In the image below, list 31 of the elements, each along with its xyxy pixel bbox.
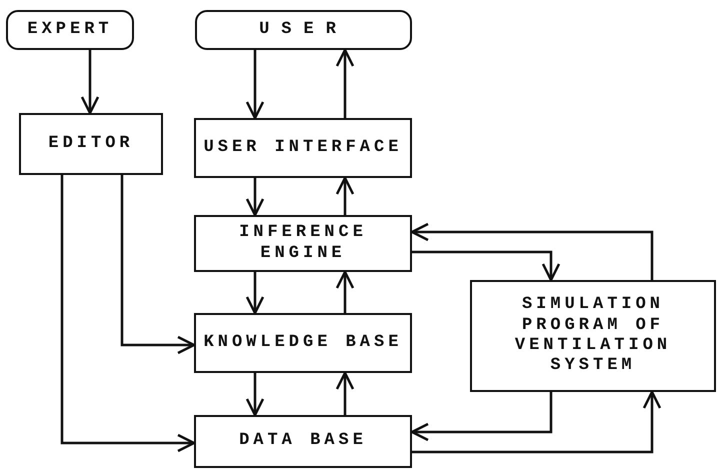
arrow [412, 390, 662, 454]
actor-box [195, 10, 412, 50]
arrow [410, 392, 552, 442]
arrow [246, 50, 264, 120]
arrow [80, 50, 100, 114]
node-label: INFERENCE ENGINE [238, 223, 368, 264]
arrow [120, 175, 196, 354]
arrow [60, 175, 196, 452]
process-box [194, 415, 412, 468]
process-box [194, 215, 412, 272]
arrow [336, 270, 354, 313]
node-label: EXPERT [27, 20, 113, 40]
arrow [246, 373, 264, 416]
arrow [336, 48, 354, 118]
node-label: SIMULATION PROGRAM OF VENTILATION SYSTEM [514, 295, 672, 377]
node-label: EDITOR [48, 134, 134, 154]
arrow [412, 250, 560, 282]
arrow [246, 272, 264, 314]
arrow [336, 372, 354, 415]
actor-box [6, 10, 134, 50]
node-label: USER INTERFACE [204, 138, 402, 158]
arrow [336, 176, 354, 215]
process-box [470, 280, 716, 392]
arrow [410, 222, 654, 280]
process-box [194, 313, 412, 373]
arrow [246, 178, 264, 216]
node-label: DATA BASE [239, 431, 367, 452]
process-box [194, 118, 412, 178]
process-box [19, 113, 163, 175]
node-label: KNOWLEDGE BASE [204, 332, 402, 354]
node-label: USER [259, 20, 348, 40]
